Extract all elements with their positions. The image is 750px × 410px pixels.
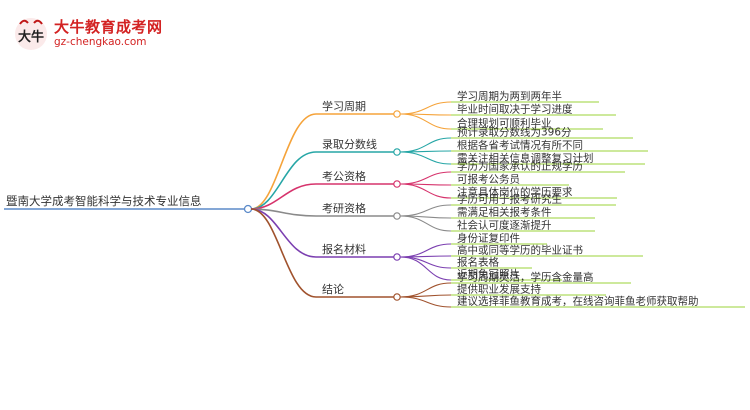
leaf-label: 学历为国家承认的正规学历	[457, 160, 583, 173]
site-logo[interactable]: 大牛 大牛教育成考网 gz-chengkao.com	[14, 14, 164, 54]
branch-connector	[250, 208, 317, 258]
leaf-node[interactable]: 毕业时间取决于学习进度	[399, 103, 616, 116]
leaf-connector	[399, 204, 452, 217]
leaf-label: 需满足相关报考条件	[457, 206, 552, 219]
logo-mark-text: 大牛	[18, 29, 44, 45]
leaf-connector	[399, 171, 452, 185]
branch-label: 录取分数线	[322, 137, 377, 151]
leaf-label: 提供职业发展支持	[457, 283, 541, 296]
leaf-node[interactable]: 根据各省考试情况有所不同	[399, 139, 648, 153]
leaf-label: 根据各省考试情况有所不同	[457, 139, 583, 152]
leaf-label: 高中或同等学历的毕业证书	[457, 244, 583, 257]
leaf-connector	[399, 113, 452, 130]
leaf-node[interactable]: 近期免冠照片	[399, 256, 562, 281]
branch-connector-dot	[393, 212, 401, 220]
leaf-connector	[399, 294, 452, 298]
leaf-connector	[399, 137, 452, 153]
leaf-label: 近期免冠照片	[457, 268, 520, 281]
bull-logo-icon: 大牛	[15, 18, 47, 50]
branch-6[interactable]: 结论 学习周期灵活，学历含金量高提供职业发展支持建议选择菲鱼教育成考，在线咨询菲鱼…	[250, 208, 745, 308]
branch-connector-dot	[393, 180, 401, 188]
branch-connector	[250, 113, 317, 210]
branch-connector	[250, 208, 317, 298]
leaf-label: 学历可用于报考研究生	[457, 193, 562, 206]
branch-label: 结论	[322, 282, 344, 296]
leaf-node[interactable]: 社会认可度逐渐提升	[399, 215, 595, 232]
leaf-label: 合理规划可顺利毕业	[457, 117, 552, 130]
branch-label: 考公资格	[322, 169, 366, 183]
leaf-node[interactable]: 学历为国家承认的正规学历	[399, 160, 625, 185]
branch-connector-dot	[393, 253, 401, 261]
logo-title: 大牛教育成考网	[54, 18, 163, 36]
leaf-label: 学习周期灵活，学历含金量高	[457, 271, 594, 284]
leaf-connector	[399, 101, 452, 115]
leaf-node[interactable]: 高中或同等学历的毕业证书	[399, 244, 643, 258]
root-node-label: 暨南大学成考智能科学与技术专业信息	[6, 194, 202, 208]
leaf-connector	[399, 256, 452, 269]
leaf-connector	[399, 296, 452, 308]
leaf-label: 需关注相关信息调整复习计划	[457, 152, 594, 165]
leaf-node[interactable]: 需满足相关报考条件	[399, 206, 595, 219]
branch-label: 学习周期	[322, 99, 366, 113]
branch-connector	[250, 183, 317, 210]
leaf-label: 报名表格	[457, 256, 499, 269]
leaf-connector	[399, 151, 452, 165]
leaf-connector	[399, 183, 452, 199]
leaf-label: 可报考公务员	[457, 173, 520, 186]
branch-connector-dot	[393, 110, 401, 118]
leaf-label: 学习周期为两到两年半	[457, 90, 562, 103]
leaf-label: 身份证复印件	[457, 232, 520, 245]
branch-2[interactable]: 录取分数线 预计录取分数线为396分根据各省考试情况有所不同需关注相关信息调整复习…	[250, 126, 648, 210]
root-node-connector	[243, 204, 253, 214]
leaf-node[interactable]: 注意具体岗位的学历要求	[399, 183, 617, 199]
branch-connector	[250, 208, 317, 217]
logo-url: gz-chengkao.com	[54, 36, 147, 48]
leaf-connector	[399, 215, 452, 232]
leaf-label: 社会认可度逐渐提升	[457, 219, 552, 232]
leaf-node[interactable]: 合理规划可顺利毕业	[399, 113, 603, 130]
branch-label: 报名材料	[322, 242, 366, 256]
branch-connector-dot	[393, 148, 401, 156]
leaf-label: 毕业时间取决于学习进度	[457, 103, 573, 116]
leaf-node[interactable]: 建议选择菲鱼教育成考，在线咨询菲鱼老师获取帮助	[399, 295, 745, 308]
leaf-label: 预计录取分数线为396分	[457, 126, 572, 139]
leaf-connector	[399, 243, 452, 258]
branch-connector-dot	[393, 293, 401, 301]
leaf-label: 建议选择菲鱼教育成考，在线咨询菲鱼老师获取帮助	[457, 295, 699, 308]
leaf-label: 注意具体岗位的学历要求	[457, 186, 573, 199]
branch-label: 考研资格	[322, 201, 366, 215]
leaf-connector	[399, 256, 452, 281]
leaf-node[interactable]: 需关注相关信息调整复习计划	[399, 151, 645, 165]
leaf-node[interactable]: 报名表格	[399, 256, 532, 269]
leaf-node[interactable]: 可报考公务员	[399, 173, 569, 186]
branch-connector	[250, 151, 317, 210]
